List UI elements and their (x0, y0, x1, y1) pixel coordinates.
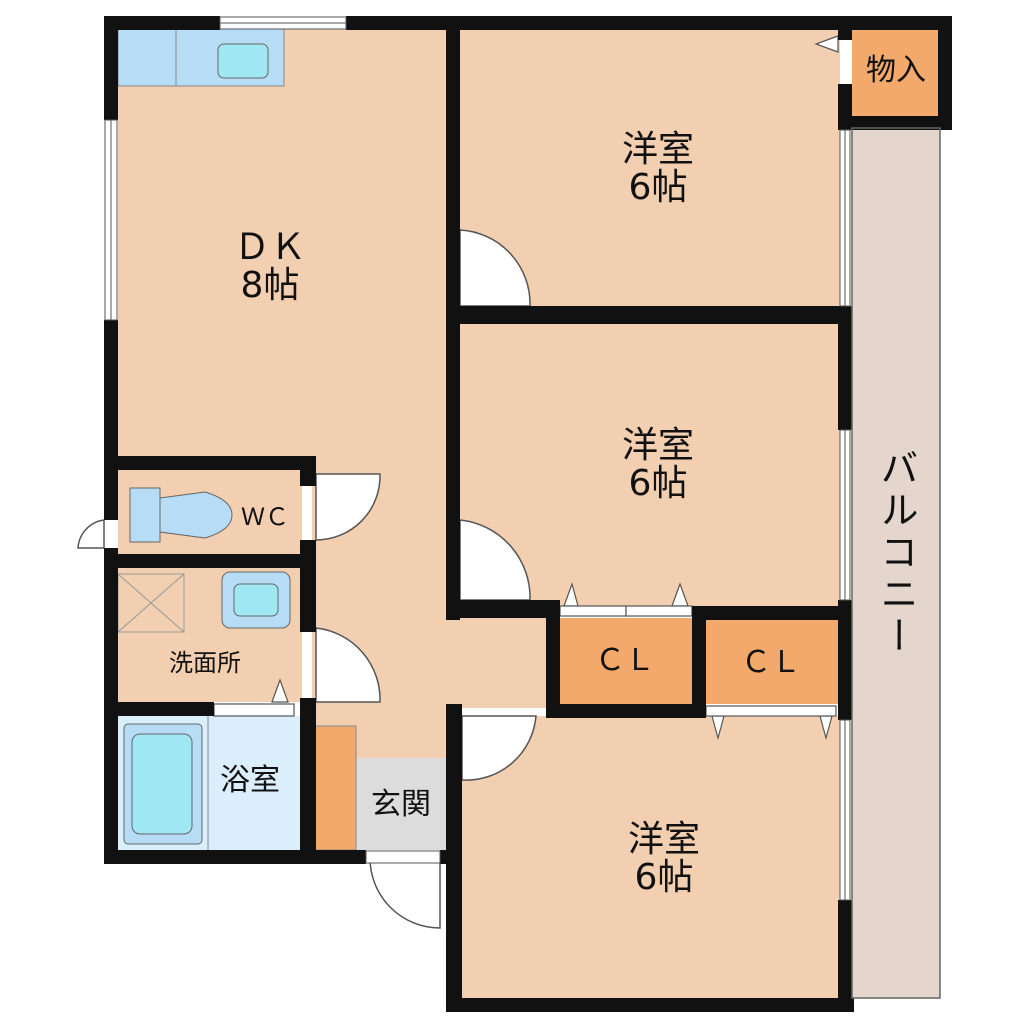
western-top-label: 洋室 6帖 (588, 132, 728, 206)
windows (104, 16, 851, 901)
dk-floor (118, 28, 446, 458)
entrance-label: 玄関 (371, 787, 431, 822)
western-mid-size: 6帖 (628, 463, 688, 504)
toilet-bowl (159, 491, 233, 539)
western-mid-floor (460, 324, 840, 606)
bathroom-label: 浴室 (220, 763, 280, 798)
western-bottom-size: 6帖 (634, 857, 694, 898)
balcony-outline (851, 127, 941, 999)
hall-floor-right (446, 612, 546, 708)
closet-left-floor (558, 618, 692, 704)
western-bottom-floor (460, 716, 840, 998)
western-bottom-name: 洋室 (627, 819, 700, 860)
balcony-label: バルコニー (874, 448, 918, 658)
storage-label: 物入 (866, 53, 926, 88)
kitchen-sink (217, 43, 269, 79)
closet-left-label: ＣＬ (595, 643, 655, 678)
closet-right-floor (706, 618, 840, 704)
dk-size: 8帖 (240, 265, 300, 306)
closet-right-label: ＣＬ (741, 645, 801, 680)
western-top-size: 6帖 (628, 167, 688, 208)
western-bottom-label: 洋室 6帖 (594, 822, 734, 896)
western-mid-name: 洋室 (621, 425, 694, 466)
dk-label: ＤＫ 8帖 (200, 230, 340, 304)
balcony-floor (852, 128, 940, 998)
door-swings (77, 229, 537, 929)
walls (104, 16, 952, 1012)
wc-label: ＷＣ (241, 503, 289, 531)
sliding-doors (213, 605, 837, 717)
dk-name: ＤＫ (233, 227, 306, 268)
entrance-floor (356, 758, 446, 850)
shoe-closet (313, 725, 357, 851)
western-top-floor (460, 28, 840, 312)
storage-floor (852, 28, 940, 116)
western-mid-label: 洋室 6帖 (588, 428, 728, 502)
western-top-name: 洋室 (621, 129, 694, 170)
washroom-label: 洗面所 (169, 649, 241, 677)
